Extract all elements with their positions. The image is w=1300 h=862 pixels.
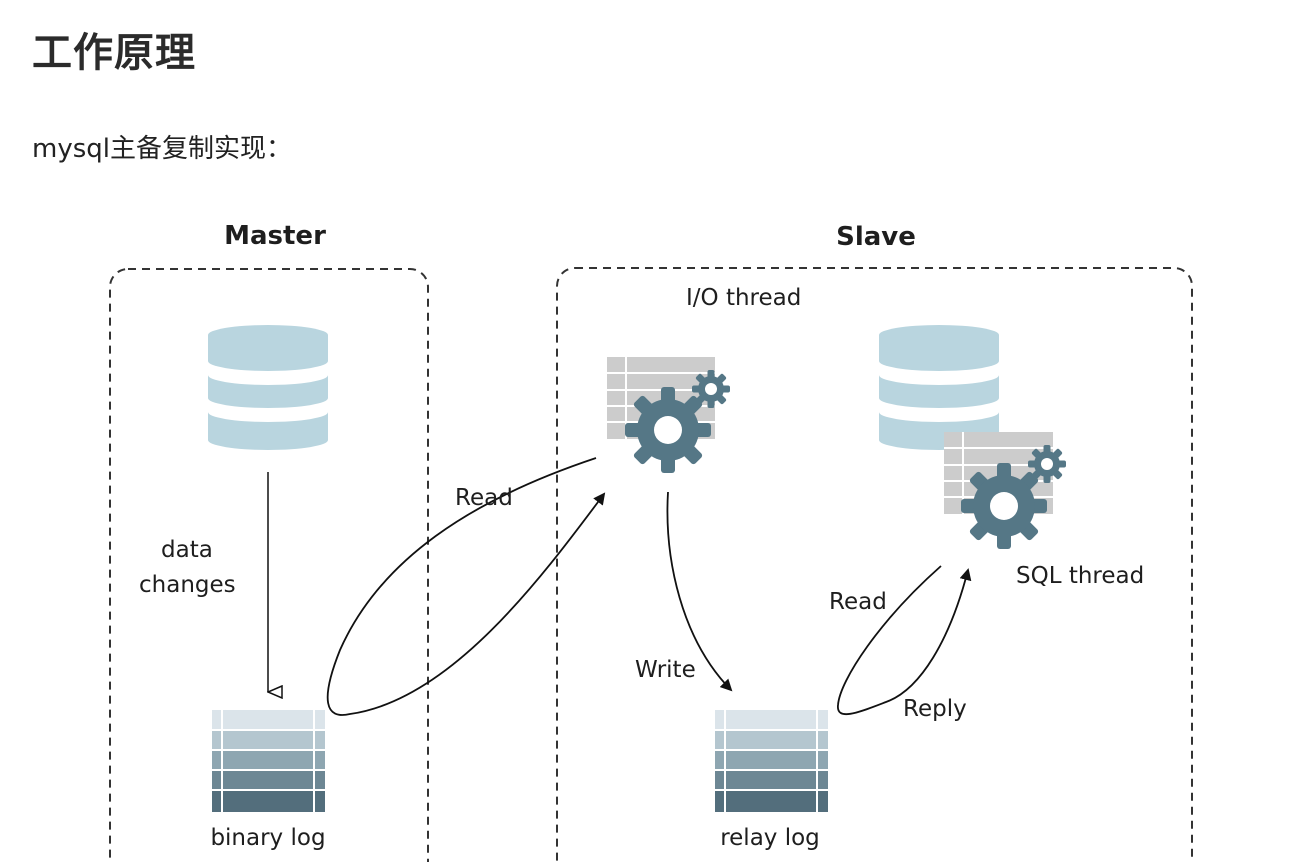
io-thread-icon xyxy=(607,357,730,473)
io-thread-label: I/O thread xyxy=(686,285,801,311)
reply-label: Reply xyxy=(903,696,967,722)
intro-text: mysql主备复制实现： xyxy=(32,134,292,164)
relay-log-icon xyxy=(715,710,828,812)
sql-thread-label: SQL thread xyxy=(1016,563,1144,589)
slave-database-icon xyxy=(879,325,999,450)
slave-box xyxy=(556,267,1193,862)
write-arrow xyxy=(666,491,733,692)
binary-log-icon xyxy=(212,710,325,812)
master-read-arrow xyxy=(326,457,606,716)
relay-read-label: Read xyxy=(829,589,887,615)
relay-log-label: relay log xyxy=(720,825,820,851)
write-label: Write xyxy=(635,657,696,683)
page-title: 工作原理 xyxy=(32,30,196,76)
sql-thread-icon xyxy=(944,432,1066,549)
data-changes-label-line2: changes xyxy=(139,572,236,598)
io-gear-small-icon xyxy=(692,370,730,408)
master-database-icon xyxy=(208,325,328,450)
master-label: Master xyxy=(224,221,326,251)
binary-log-label: binary log xyxy=(210,825,325,851)
slave-label: Slave xyxy=(836,222,916,252)
master-read-label: Read xyxy=(455,485,513,511)
data-changes-label-line1: data xyxy=(161,537,213,563)
relay-read-arrow xyxy=(837,565,972,715)
master-box xyxy=(109,268,429,862)
io-gear-large-icon xyxy=(625,387,711,473)
sql-gear-large-icon xyxy=(961,463,1047,549)
sql-gear-small-icon xyxy=(1028,445,1066,483)
